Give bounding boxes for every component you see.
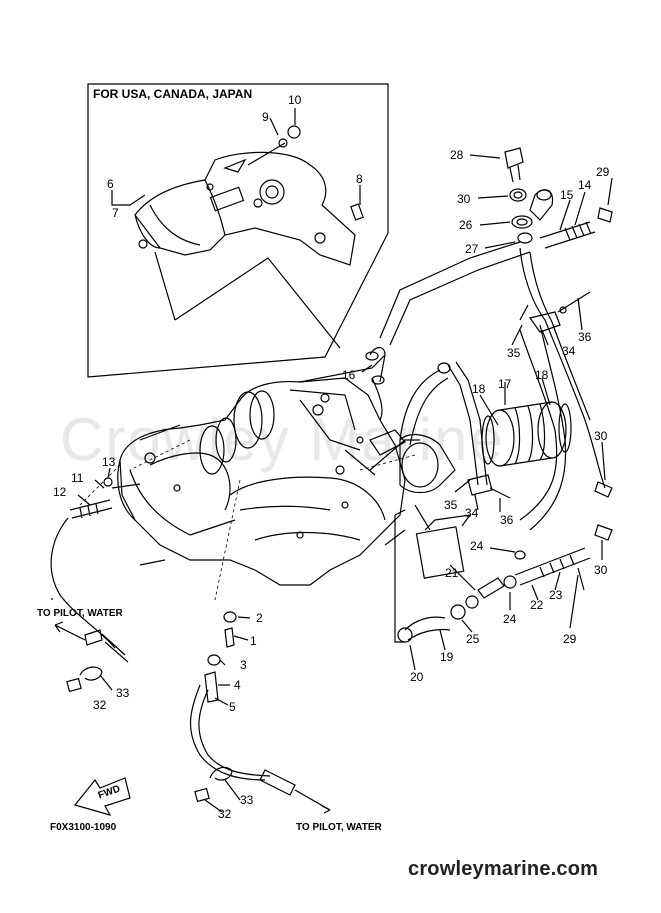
callout-30-bottom: 30 (594, 563, 608, 577)
site-url: crowleymarine.com (408, 858, 599, 880)
callout-25: 25 (466, 632, 480, 646)
to-pilot-water-bottom: TO PILOT, WATER (296, 822, 382, 833)
callout-18-right: 18 (535, 368, 549, 382)
callout-22: 22 (530, 598, 544, 612)
rubber-coupling (481, 401, 572, 467)
callout-13: 13 (102, 455, 116, 469)
callout-15: 15 (560, 188, 574, 202)
callout-26: 26 (459, 218, 473, 232)
callout-21: 21 (445, 566, 459, 580)
callout-10: 10 (288, 93, 302, 107)
callout-2: 2 (256, 611, 263, 625)
intake-housing (117, 354, 420, 586)
callout-16: 16 (342, 368, 356, 382)
callout-20: 20 (410, 670, 424, 684)
inset-frame (87, 83, 389, 378)
callout-19: 19 (440, 650, 454, 664)
vent-fitting (504, 147, 554, 244)
callout-11: 11 (71, 471, 84, 485)
callout-34-bottom: 34 (465, 506, 479, 520)
callout-9: 9 (262, 110, 269, 124)
callout-36-top: 36 (578, 330, 592, 344)
callout-18-left: 18 (472, 382, 486, 396)
to-pilot-water-left: TO PILOT, WATER (37, 608, 123, 619)
callout-24-top: 24 (470, 539, 484, 553)
callout-29: 29 (563, 632, 577, 646)
watermark: Crowley Marine (60, 406, 505, 473)
callout-35-top: 35 (507, 346, 521, 360)
callout-1: 1 (250, 634, 257, 648)
inset-leader (174, 257, 341, 349)
callout-23: 23 (549, 588, 563, 602)
fwd-arrow (73, 777, 131, 816)
diagram-code: F0X3100-1090 (50, 822, 117, 833)
callout-27: 27 (465, 242, 479, 256)
callout-14: 14 (578, 178, 592, 192)
callout-5: 5 (229, 700, 236, 714)
inset-leader-2 (154, 251, 176, 321)
callout-30-top: 29 (596, 165, 610, 179)
callout-24-bottom: 24 (503, 612, 517, 626)
callout-30-mid: 30 (594, 429, 608, 443)
callout-17: 17 (498, 377, 512, 391)
callout-4: 4 (234, 678, 241, 692)
callout-32-left: 32 (93, 698, 107, 712)
callout-36-bottom: 36 (500, 513, 514, 527)
callout-33-left: 33 (116, 686, 130, 700)
callout-12: 12 (53, 485, 67, 499)
callout-7: 7 (112, 206, 119, 220)
callout-3: 3 (240, 658, 247, 672)
cover-part-inset (134, 125, 364, 266)
callout-33-bottom: 33 (240, 793, 254, 807)
callout-6: 6 (107, 177, 114, 191)
callout-8: 8 (356, 172, 363, 186)
callout-32-bottom: 32 (218, 807, 232, 821)
inset-header: FOR USA, CANADA, JAPAN (93, 87, 253, 101)
callout-31: 30 (457, 192, 471, 206)
callout-34-top: 34 (562, 344, 576, 358)
callout-35-bottom: 35 (444, 498, 458, 512)
callout-28: 28 (450, 148, 464, 162)
